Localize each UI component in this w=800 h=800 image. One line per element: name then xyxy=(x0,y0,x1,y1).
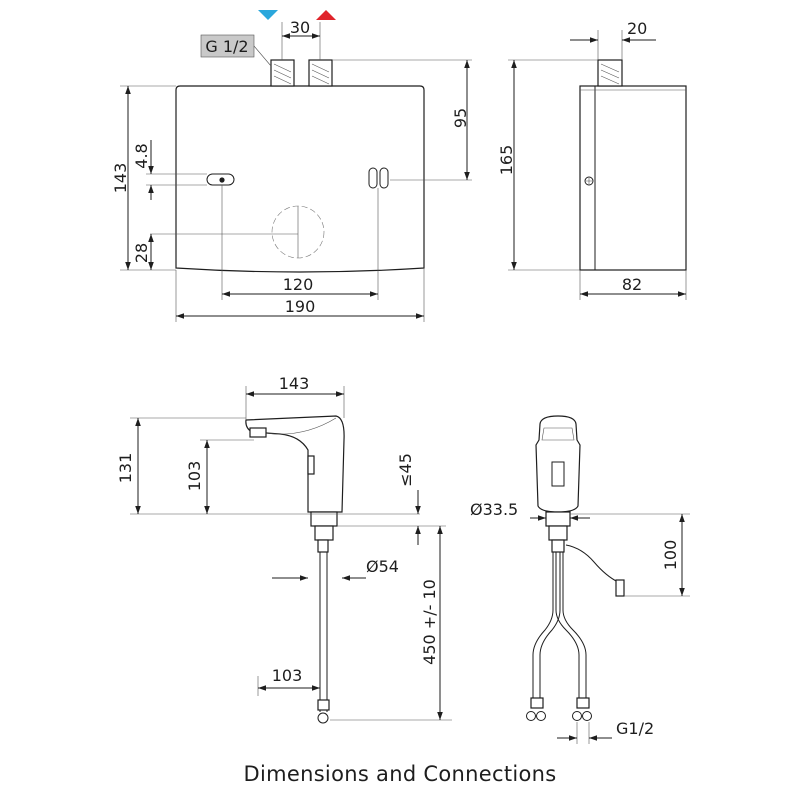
dim-inlet-spacing: 30 xyxy=(290,18,310,37)
connection-label: G 1/2 xyxy=(205,37,248,56)
dim-top-to-inlet: 95 xyxy=(451,108,470,128)
dim-connector-width: 20 xyxy=(627,19,647,38)
dim-cable-length: 100 xyxy=(661,540,680,571)
indicator-light xyxy=(368,167,378,189)
dim-bottom-offset: 28 xyxy=(132,243,151,263)
mount-slot xyxy=(206,173,235,186)
dim-side-height: 165 xyxy=(497,145,516,176)
dim-depth: 82 xyxy=(622,275,642,294)
dim-spout-reach: 143 xyxy=(279,374,310,393)
dim-shank-diameter: Ø33.5 xyxy=(470,500,518,519)
hot-water-flag xyxy=(316,10,336,20)
dim-mount-spacing: 120 xyxy=(283,275,314,294)
cold-water-flag xyxy=(258,10,278,20)
heater-front-view xyxy=(150,59,425,273)
dim-deck-thickness: ≤45 xyxy=(396,453,415,487)
heater-side-view xyxy=(579,59,687,271)
dim-height: 143 xyxy=(111,163,130,194)
faucet-side-view xyxy=(245,415,345,724)
dim-outlet-height: 103 xyxy=(185,461,204,492)
dim-width: 190 xyxy=(285,297,316,316)
dim-faucet-height: 131 xyxy=(116,453,135,484)
dim-slot-offset: 4.8 xyxy=(132,143,151,168)
dim-hose-thread: G1/2 xyxy=(616,719,654,738)
dim-base-diameter: Ø54 xyxy=(366,557,399,576)
dim-hose-offset: 103 xyxy=(272,666,303,685)
dim-hose-length: 450 +/- 10 xyxy=(420,579,439,665)
figure-caption: Dimensions and Connections xyxy=(243,762,557,786)
connection-label-box xyxy=(200,34,272,67)
faucet-front-view xyxy=(526,415,625,721)
